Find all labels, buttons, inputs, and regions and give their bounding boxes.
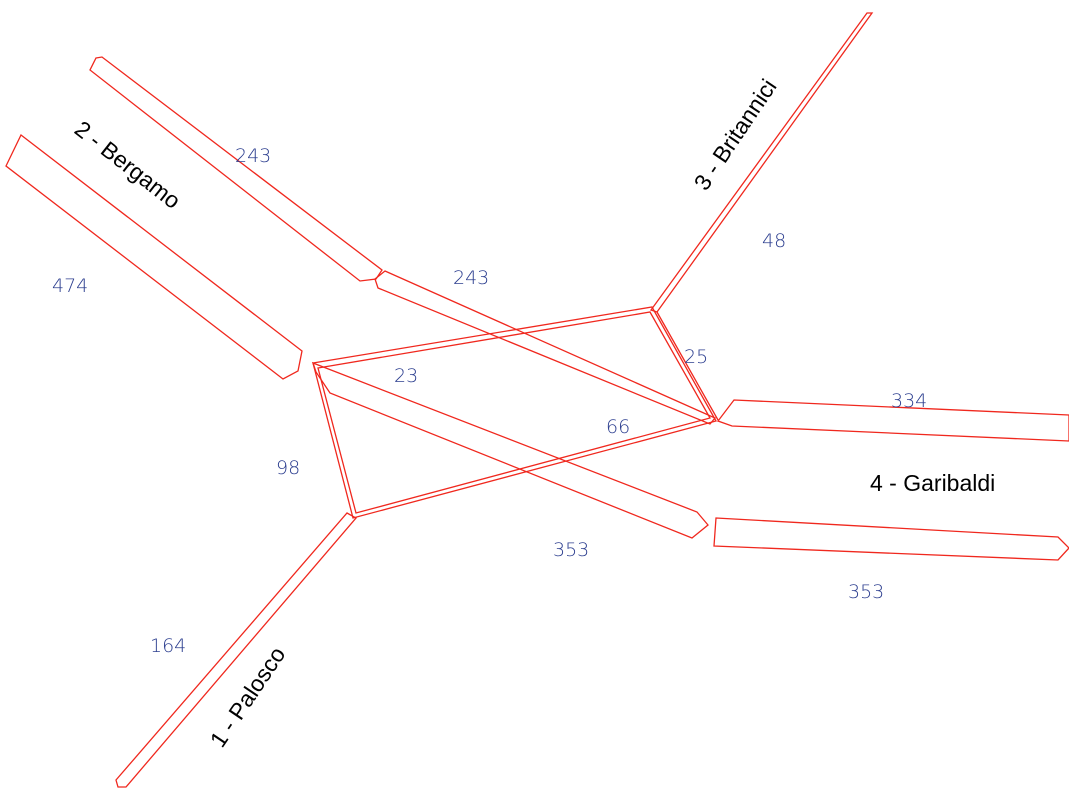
britannici-lane xyxy=(649,12,874,313)
flow-label: 243 xyxy=(453,267,489,289)
road-label-garibaldi: 4 - Garibaldi xyxy=(870,470,995,496)
flow-label: 48 xyxy=(762,230,786,252)
flow-label: 98 xyxy=(276,457,300,479)
flow-label: 164 xyxy=(150,635,186,657)
palosco-lane xyxy=(115,512,358,788)
flow-label: 353 xyxy=(848,581,884,603)
flow-label: 353 xyxy=(553,539,589,561)
flow-label: 474 xyxy=(52,275,88,297)
bergamo-entry-lane xyxy=(5,133,303,380)
bergamo-to-garibaldi-lower-lane xyxy=(311,361,709,539)
flow-label: 243 xyxy=(235,145,271,167)
flow-label: 66 xyxy=(606,416,630,438)
britannici-to-garibaldi-line xyxy=(656,311,719,421)
flow-label: 25 xyxy=(684,346,708,368)
flow-label: 334 xyxy=(891,390,927,412)
road-label-bergamo: 2 - Bergamo xyxy=(70,115,186,213)
flow-label: 23 xyxy=(394,365,418,387)
road-label-britannici: 3 - Britannici xyxy=(689,74,782,195)
garibaldi-entry-lane xyxy=(716,399,1069,442)
central-junction-outer xyxy=(312,306,717,519)
bergamo-to-garibaldi-lane xyxy=(374,270,717,425)
central-junction-inner xyxy=(317,311,711,514)
road-label-palosco: 1 - Palosco xyxy=(205,642,291,752)
garibaldi-exit-lane xyxy=(713,517,1069,561)
